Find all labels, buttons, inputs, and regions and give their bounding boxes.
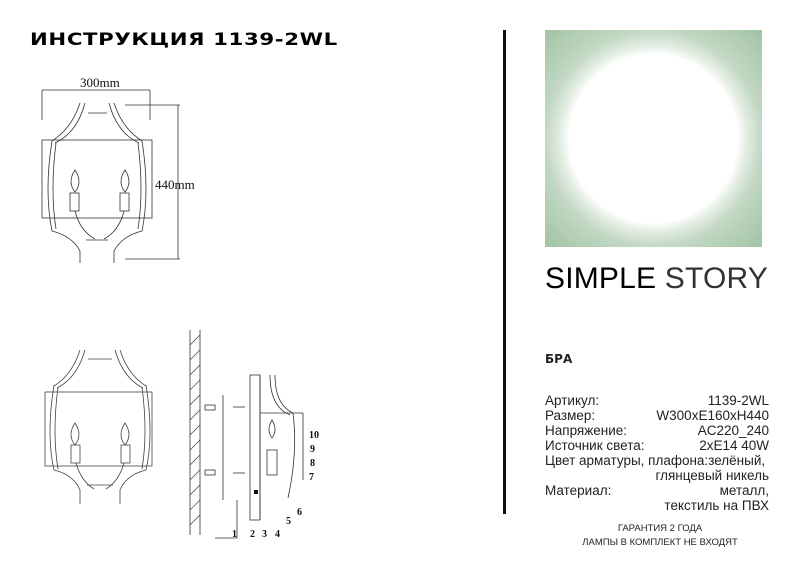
spec-value: W300xE160xH440 (656, 408, 769, 423)
spec-value: зелёный, (708, 453, 766, 468)
spec-row-material-cont: текстиль на ПВХ (545, 498, 769, 513)
warranty-note: ГАРАНТИЯ 2 ГОДА (617, 523, 703, 534)
spec-row-size: Размер: W300xE160xH440 (545, 408, 769, 423)
spec-value: глянцевый никель (655, 468, 769, 483)
spec-row-article: Артикул: 1139-2WL (545, 393, 769, 408)
front-view-drawing (44, 349, 153, 504)
spec-label: Материал: (545, 483, 612, 498)
brand-part-simple: SIMPLE (545, 262, 657, 295)
svg-text:7: 7 (309, 472, 314, 483)
front-view-dimension-drawing: 300mm 440mm (41, 75, 195, 263)
page-title: ИНСТРУКЦИЯ 1139-2WL (30, 30, 338, 50)
footer-notes: ГАРАНТИЯ 2 ГОДА ЛАМПЫ В КОМПЛЕКТ НЕ ВХОД… (560, 522, 760, 550)
spec-row-light-source: Источник света: 2xE14 40W (545, 438, 769, 453)
spec-list: Артикул: 1139-2WL Размер: W300xE160xH440… (545, 393, 769, 513)
spec-value: 1139-2WL (707, 393, 769, 408)
spec-value: металл, (719, 483, 769, 498)
lamps-not-included-note: ЛАМПЫ В КОМПЛЕКТ НЕ ВХОДЯТ (582, 537, 738, 548)
svg-text:1: 1 (232, 529, 237, 540)
spec-label: Цвет арматуры, плафона: (545, 453, 709, 468)
svg-text:9: 9 (310, 444, 315, 455)
spec-label: Источник света: (545, 438, 645, 453)
spec-value: 2xE14 40W (699, 438, 769, 453)
svg-text:440mm: 440mm (155, 177, 195, 192)
spec-row-material: Материал: металл, (545, 483, 769, 498)
brand-part-story: STORY (664, 262, 769, 295)
product-type: БРА (545, 352, 573, 366)
vertical-divider (503, 30, 506, 514)
svg-text:2: 2 (250, 529, 255, 540)
spec-label: Напряжение: (545, 423, 628, 438)
svg-text:8: 8 (310, 458, 315, 469)
brand-logo: SIMPLE STORY (545, 262, 768, 296)
svg-text:3: 3 (262, 529, 267, 540)
spec-row-voltage: Напряжение: AC220_240 (545, 423, 769, 438)
svg-text:4: 4 (275, 529, 280, 540)
svg-text:10: 10 (309, 430, 319, 441)
spec-label: Размер: (545, 408, 596, 423)
spec-value: AC220_240 (697, 423, 769, 438)
lampshade-circle-icon (545, 30, 762, 247)
spec-row-color: Цвет арматуры, плафона: зелёный, (545, 453, 769, 468)
svg-text:6: 6 (297, 507, 302, 518)
spec-row-color-cont: глянцевый никель (545, 468, 769, 483)
spec-value: текстиль на ПВХ (664, 498, 769, 513)
svg-text:5: 5 (286, 516, 291, 527)
spec-label: Артикул: (545, 393, 600, 408)
width-dimension-label: 300mm (80, 75, 120, 90)
